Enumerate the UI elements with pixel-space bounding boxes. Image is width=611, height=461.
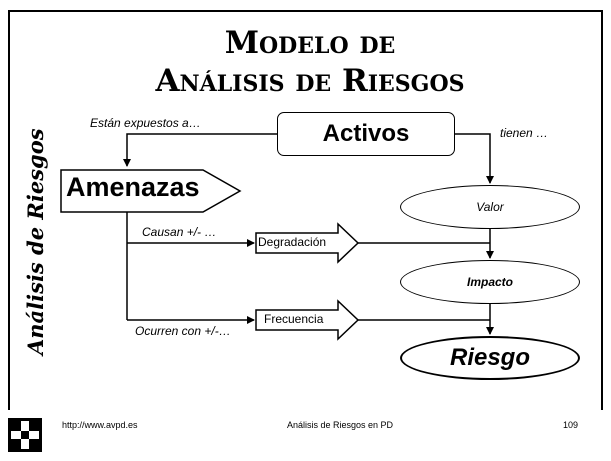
- slide-title-line2: Análisis de Riesgos: [155, 63, 465, 99]
- slide-border-left: [8, 10, 10, 410]
- cross-logo-icon: [8, 418, 42, 452]
- slide-title-line1: Modelo de: [224, 25, 396, 61]
- node-valor: Valor: [400, 185, 580, 229]
- amenazas-arrow-shape: [60, 169, 242, 213]
- footer-url: http://www.avpd.es: [62, 420, 138, 430]
- node-activos: Activos: [277, 112, 455, 156]
- edge-label-causan: Causan +/- …: [142, 225, 217, 239]
- edge-activos-amenazas: [123, 133, 277, 167]
- edge-label-expuestos: Están expuestos a…: [90, 116, 201, 130]
- edge-label-ocurren: Ocurren con +/-…: [135, 324, 231, 338]
- node-degradacion: Degradación: [258, 235, 327, 249]
- node-riesgo: Riesgo: [400, 336, 580, 380]
- node-frecuencia: Frecuencia: [264, 312, 324, 326]
- edge-label-tienen: tienen …: [500, 126, 549, 140]
- degradacion-arrow-shape: [255, 222, 360, 264]
- edge-activos-valor: [455, 133, 494, 184]
- footer-page-number: 109: [563, 420, 579, 430]
- node-impacto: Impacto: [400, 260, 580, 304]
- node-amenazas: Amenazas: [66, 172, 200, 202]
- slide-border-right: [601, 10, 603, 410]
- footer-title: Análisis de Riesgos en PD: [287, 420, 394, 430]
- frecuencia-arrow-shape: [255, 299, 360, 341]
- slide-border-top: [8, 10, 603, 12]
- side-title: Análisis de Riesgos: [23, 128, 48, 355]
